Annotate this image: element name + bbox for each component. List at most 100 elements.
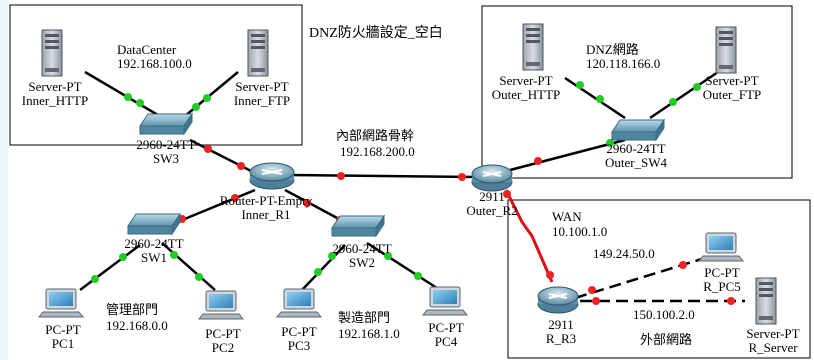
datacenter-network: 192.168.100.0: [117, 56, 192, 71]
external-network-name: 外部網路: [640, 332, 693, 347]
device-type: Server-PT: [746, 326, 800, 341]
link-sw2-pc4: [366, 241, 441, 292]
dmz-network: 120.118.166.0: [586, 56, 661, 71]
datacenter-name: DataCenter: [117, 42, 177, 57]
left-edge-strip: [0, 0, 8, 360]
backbone-name: 內部網路骨幹: [336, 128, 415, 143]
sw3-label: 2960-24TT SW3: [126, 138, 206, 166]
status-dot: [414, 272, 422, 280]
device-name: Outer_SW4: [604, 155, 668, 170]
status-dot: [91, 275, 99, 283]
pc-icon[interactable]: [421, 286, 469, 316]
device-name: Outer_R2: [466, 203, 518, 218]
device-type: 2960-24TT: [124, 236, 184, 251]
router-icon[interactable]: [249, 162, 295, 190]
backbone-network: 192.168.200.0: [340, 144, 415, 159]
status-dot: [606, 139, 614, 147]
link-status-dots: [91, 81, 735, 305]
device-name: Inner_R1: [241, 207, 291, 222]
inner-r1-label: Router-PT-Empty Inner_R1: [205, 194, 327, 222]
link-r2-r3-serial: [504, 189, 554, 283]
pc-icon[interactable]: [197, 290, 245, 320]
switch-icon[interactable]: [331, 214, 385, 238]
server-icon[interactable]: [247, 29, 269, 77]
r-server-network: 150.100.2.0: [633, 307, 695, 322]
link-sw2-pc3: [301, 244, 346, 291]
link-inner-http-sw3: [84, 70, 164, 120]
link-sw1-pc2: [161, 242, 216, 291]
status-dot: [203, 94, 211, 102]
pc-icon[interactable]: [697, 232, 745, 262]
switch-icon[interactable]: [611, 118, 665, 142]
status-dot: [170, 251, 178, 259]
status-dot: [458, 173, 466, 181]
outer-http-label: Server-PT Outer_HTTP: [484, 74, 568, 102]
mfg-dept-network: 192.168.1.0: [338, 326, 400, 341]
router-icon[interactable]: [537, 286, 579, 314]
device-name: SW2: [349, 255, 375, 270]
status-dot: [592, 297, 600, 305]
mfg-dept-name: 製造部門: [338, 310, 391, 325]
r-r3-label: 2911 R_R3: [536, 318, 586, 346]
device-type: PC-PT: [428, 320, 464, 335]
wan-network: 10.100.1.0: [552, 224, 608, 239]
switch-icon[interactable]: [139, 112, 193, 136]
mgmt-dept-name: 管理部門: [106, 302, 159, 317]
device-type: 2911: [548, 317, 574, 332]
inner-ftp-label: Server-PT Inner_FTP: [226, 80, 298, 108]
status-dot: [204, 145, 212, 153]
status-dot: [119, 253, 127, 261]
server-icon[interactable]: [715, 26, 737, 74]
status-dot: [693, 83, 701, 91]
device-name: SW1: [141, 250, 167, 265]
device-name: PC2: [211, 340, 235, 355]
status-dot: [237, 162, 245, 170]
device-name: PC3: [287, 338, 311, 353]
device-name: R_PC5: [703, 279, 741, 294]
device-name: PC1: [51, 336, 75, 351]
device-name: Inner_HTTP: [21, 93, 89, 108]
device-type: 2960-24TT: [332, 241, 392, 256]
inner-http-label: Server-PT Inner_HTTP: [20, 80, 90, 108]
outer-r2-label: 2911 Outer_R2: [462, 190, 522, 218]
link-sw4-r2: [509, 138, 626, 172]
pc2-label: PC-PT PC2: [198, 327, 248, 355]
link-outer-ftp-sw4: [649, 70, 719, 120]
link-sw1-pc1: [79, 244, 141, 291]
status-dot: [136, 99, 144, 107]
device-name: R_R3: [545, 331, 577, 346]
server-icon[interactable]: [522, 23, 544, 71]
pc-icon[interactable]: [37, 288, 85, 318]
pc-icon[interactable]: [275, 288, 323, 318]
device-type: Router-PT-Empty: [219, 193, 313, 208]
links: [79, 70, 745, 303]
status-dot: [124, 93, 132, 101]
status-dot: [328, 252, 336, 260]
sw2-label: 2960-24TT SW2: [322, 242, 402, 270]
status-dot: [337, 172, 345, 180]
device-type: PC-PT: [45, 322, 81, 337]
r-pc5-network: 149.24.50.0: [593, 246, 655, 261]
server-icon[interactable]: [41, 29, 63, 77]
status-dot: [727, 297, 735, 305]
switch-icon[interactable]: [127, 212, 181, 236]
status-dot: [534, 157, 542, 165]
device-type: 2911: [479, 189, 505, 204]
pc4-label: PC-PT PC4: [421, 321, 471, 349]
r-server-label: Server-PT R_Server: [736, 327, 810, 355]
server-icon[interactable]: [755, 277, 777, 325]
status-dot: [596, 95, 604, 103]
link-outer-http-sw4: [564, 76, 626, 120]
device-type: PC-PT: [281, 324, 317, 339]
device-name: Outer_FTP: [702, 87, 762, 102]
router-icon[interactable]: [471, 164, 513, 192]
dmz-frame: [481, 5, 793, 179]
wan-name: WAN: [552, 209, 582, 224]
pc1-label: PC-PT PC1: [38, 323, 88, 351]
mgmt-dept-network: 192.168.0.0: [106, 318, 168, 333]
status-dot: [195, 273, 203, 281]
device-type: PC-PT: [704, 265, 740, 280]
status-dot: [679, 261, 687, 269]
dmz-name: DNZ網路: [586, 42, 639, 57]
